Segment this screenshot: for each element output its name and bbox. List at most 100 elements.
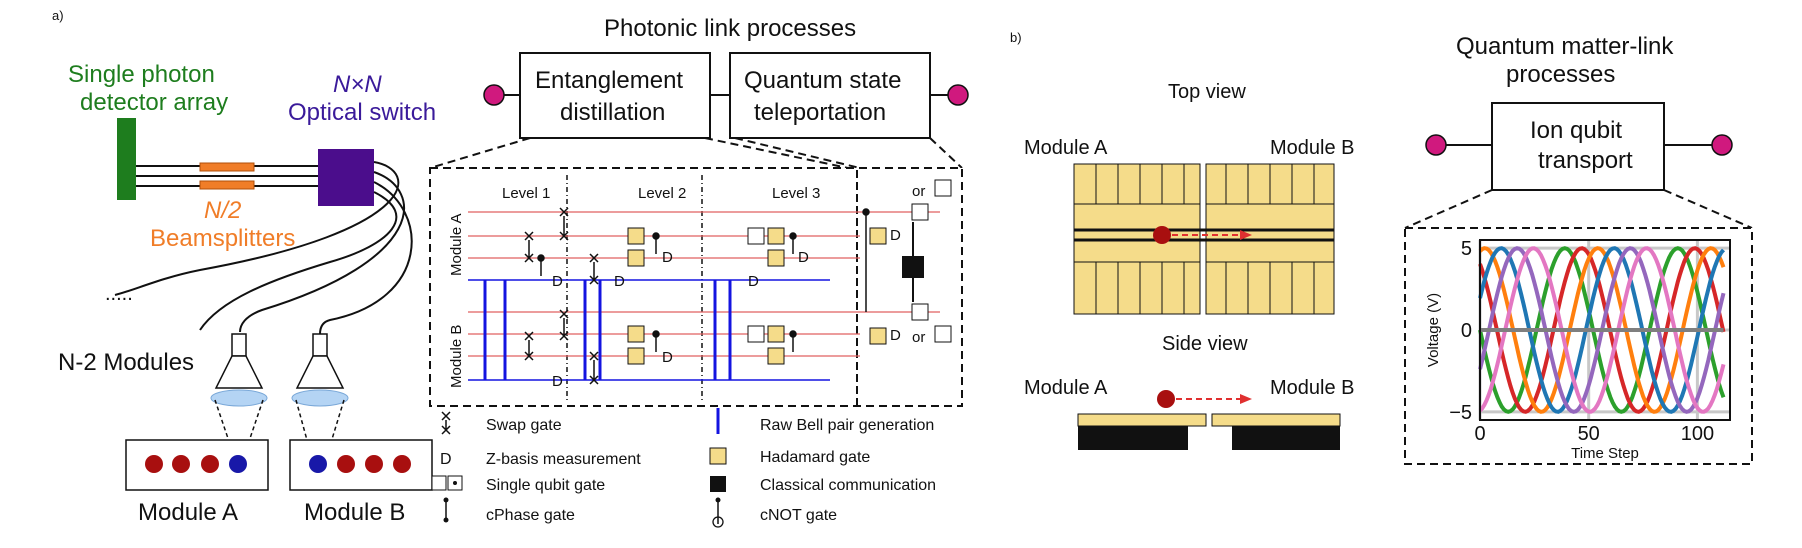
optical-switch — [318, 149, 374, 206]
beamsplitter-2 — [199, 180, 255, 190]
meas-d: D — [662, 249, 673, 266]
transport-arrowhead-side — [1240, 394, 1252, 404]
photonic-title: Photonic link processes — [604, 15, 856, 42]
panel-a: a) Single photon detector array N/2 Beam… — [52, 8, 969, 528]
teleportation-label-2: teleportation — [754, 99, 886, 126]
single-gate-legend-icon — [431, 475, 447, 491]
panel-a-tag: a) — [52, 8, 64, 23]
beamsplitter-label: Beamsplitters — [150, 225, 295, 252]
detector-label-1: Single photon — [68, 61, 215, 88]
top-view-label: Top view — [1168, 81, 1246, 103]
chart-axes — [1479, 239, 1731, 421]
meas-d: D — [552, 373, 563, 390]
ion — [172, 455, 190, 473]
transport-arrowhead-top — [1240, 230, 1252, 240]
series-line-5 — [1478, 246, 1726, 414]
matter-title-1: Quantum matter-link — [1456, 33, 1674, 60]
dot-icon — [453, 481, 457, 485]
top-view-chip — [1073, 163, 1335, 315]
matter-port-left — [1425, 134, 1447, 156]
module-b-ions — [309, 455, 411, 473]
panel-b-tag: b) — [1010, 30, 1022, 45]
x-tick-label: 0 — [1474, 423, 1485, 445]
legend-bell: Raw Bell pair generation — [760, 417, 934, 434]
side-module-a-label: Module A — [1024, 377, 1108, 399]
bell-wires — [468, 279, 830, 381]
swap-gates — [524, 207, 599, 385]
y-tick-label: −5 — [1449, 402, 1472, 424]
circuit-module-b-label: Module B — [448, 325, 465, 388]
single-qubit-gates — [747, 179, 952, 343]
chart-x-label: Time Step — [1571, 445, 1639, 462]
cnot-dot-icon — [715, 497, 721, 503]
detector-array — [117, 118, 136, 200]
z-meas-legend-icon: D — [440, 451, 452, 468]
chart-zoom-lines — [1404, 189, 1753, 229]
module-a-ions — [145, 455, 247, 473]
switch-label: Optical switch — [288, 99, 436, 126]
transport-ion-top — [1153, 226, 1171, 244]
x-tick-label: 50 — [1578, 423, 1600, 445]
series-line-1 — [1478, 246, 1726, 414]
port-right — [947, 84, 969, 106]
ion — [145, 455, 163, 473]
hadamard-gates — [627, 227, 887, 365]
transport-ion-side — [1157, 390, 1175, 408]
objective-b — [291, 333, 349, 463]
matter-port-right — [1711, 134, 1733, 156]
legend-classical: Classical communication — [760, 477, 936, 494]
transport-box — [1491, 102, 1665, 191]
meas-d: D — [614, 273, 625, 290]
port-left — [483, 84, 505, 106]
zoom-lines — [429, 137, 963, 169]
side-electrode-b — [1211, 413, 1341, 427]
side-electrode-a — [1077, 413, 1207, 427]
transport-label-1: Ion qubit — [1530, 117, 1622, 144]
side-module-b-label: Module B — [1270, 377, 1355, 399]
meas-d: D — [552, 273, 563, 290]
teleportation-box — [729, 52, 931, 139]
ion — [229, 455, 247, 473]
module-a-label: Module A — [138, 499, 238, 526]
circuit-frame — [429, 167, 963, 407]
meas-d: D — [890, 327, 901, 344]
legend-swap: Swap gate — [486, 417, 562, 434]
cnot-target-icon — [712, 516, 724, 528]
objective-a — [210, 333, 268, 463]
matter-title-2: processes — [1506, 61, 1615, 88]
level-2-label: Level 2 — [638, 185, 686, 202]
distillation-label-1: Entanglement — [535, 67, 683, 94]
y-tick-label: 0 — [1461, 320, 1472, 342]
detector-label-2: detector array — [80, 89, 228, 116]
x-tick-label: 100 — [1681, 423, 1714, 445]
meas-d: D — [748, 273, 759, 290]
cphase-dot-icon — [443, 497, 449, 503]
or-top: or — [912, 183, 925, 200]
legend-single: Single qubit gate — [486, 477, 605, 494]
series-line-3 — [1478, 246, 1726, 414]
legend-hadamard: Hadamard gate — [760, 449, 870, 466]
bell-pairs — [483, 280, 732, 380]
ion — [393, 455, 411, 473]
side-view-label: Side view — [1162, 333, 1248, 355]
ion — [337, 455, 355, 473]
top-module-a-label: Module A — [1024, 137, 1108, 159]
meas-d: D — [890, 227, 901, 244]
more-modules-dots: ..... — [105, 283, 133, 305]
ion — [309, 455, 327, 473]
level-3-label: Level 3 — [772, 185, 820, 202]
distillation-box — [519, 52, 711, 139]
teleportation-label-1: Quantum state — [744, 67, 901, 94]
cphase-dot-icon-2 — [443, 517, 449, 523]
level-1-label: Level 1 — [502, 185, 550, 202]
ion — [365, 455, 383, 473]
meas-d: D — [798, 249, 809, 266]
hadamard-legend-icon — [709, 447, 727, 465]
legend-cphase: cPhase gate — [486, 507, 575, 524]
y-tick-label: 5 — [1461, 238, 1472, 260]
legend: Swap gate D Z-basis measurement Single q… — [431, 408, 936, 528]
beamsplitter-1 — [199, 162, 255, 172]
modules-count-label: N-2 Modules — [58, 349, 194, 376]
